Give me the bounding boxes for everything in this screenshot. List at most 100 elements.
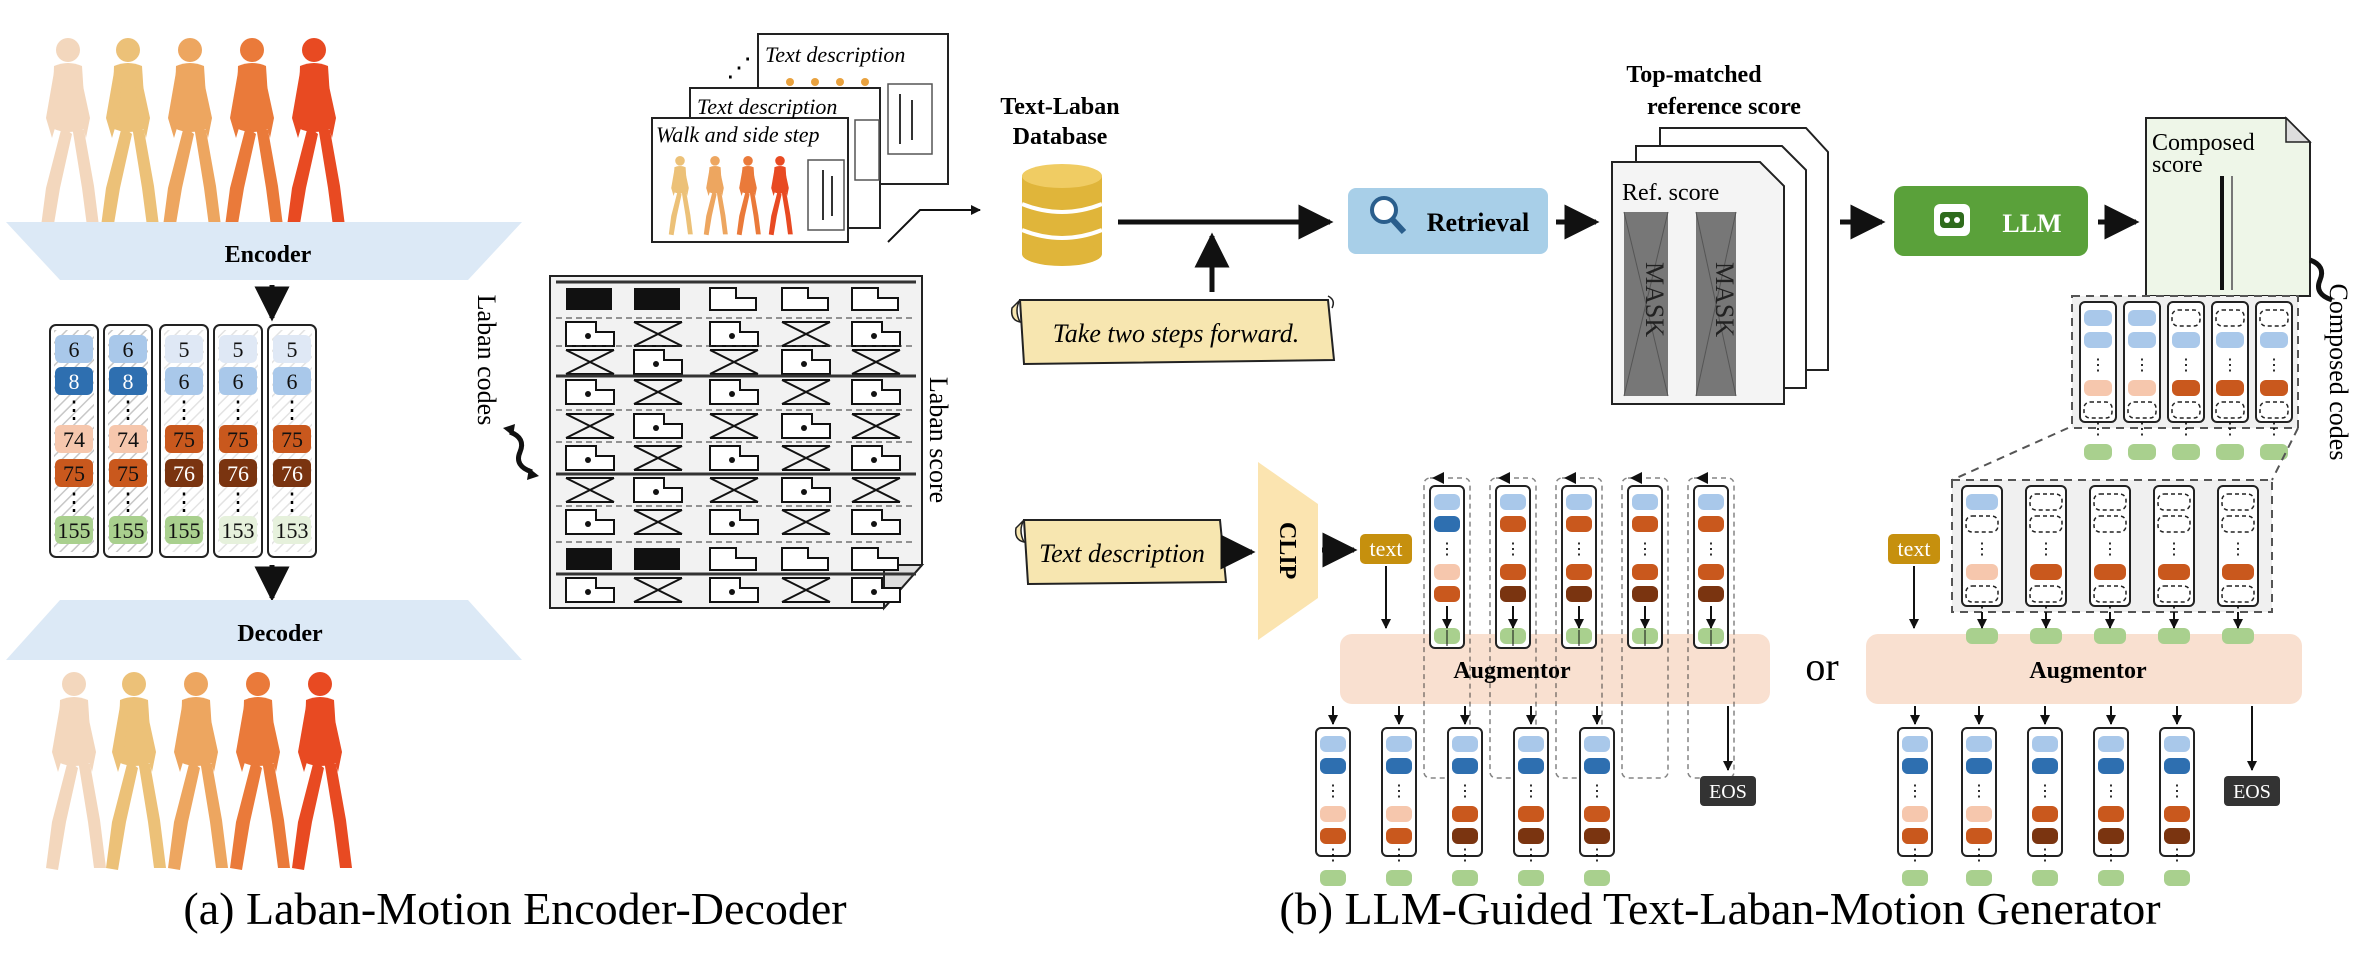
walking-figures-top: [40, 38, 346, 236]
code-value-1-2: 8: [69, 369, 80, 394]
svg-text:⋮: ⋮: [1637, 541, 1653, 558]
mask-label-1: MASK: [1640, 262, 1669, 337]
svg-text:⋮: ⋮: [2037, 783, 2053, 800]
stack-to-database-arrow: [887, 205, 981, 243]
svg-text:⋮: ⋮: [2169, 847, 2185, 864]
svg-text:⋮: ⋮: [2178, 357, 2194, 374]
code-ellipsis-b-3: ⋮: [172, 490, 196, 516]
code-value-4-4: 76: [227, 461, 249, 486]
clip-encoder: [1258, 462, 1318, 640]
text-token-1: [1360, 534, 1412, 564]
walking-figure-top-3: [162, 38, 222, 236]
eos-token-2-label: EOS: [2233, 781, 2271, 803]
svg-text:⋮: ⋮: [1907, 847, 1923, 864]
prompt-scroll: [1010, 295, 1336, 366]
augmentor-2-label: Augmentor: [2029, 658, 2147, 684]
walking-figure-bottom-2: [106, 672, 166, 870]
stack-figure-2: [703, 156, 728, 236]
database-label-2: Database: [1013, 124, 1108, 150]
walking-figure-top-1: [40, 38, 100, 236]
code-value-1-4: 75: [63, 461, 85, 486]
code-cell-3-2: [165, 367, 203, 395]
llm-label: LLM: [2002, 209, 2061, 238]
generator-b-outputs: ⋮⋮⋮⋮⋮⋮⋮⋮⋮⋮: [1897, 706, 2195, 886]
walking-figure-bottom-5: [292, 672, 352, 870]
score-cell-8-2: [709, 547, 757, 571]
code-value-2-2: 8: [123, 369, 134, 394]
svg-text:⋮: ⋮: [1439, 541, 1455, 558]
code-value-3-3: 75: [173, 427, 195, 452]
score-cell-8-0: [566, 548, 612, 570]
score-cell-8-1: [634, 548, 680, 570]
svg-text:⋮: ⋮: [1391, 783, 1407, 800]
code-value-4-3: 75: [227, 427, 249, 452]
code-cell-1-1: [55, 335, 93, 363]
prompt-scroll-text: Take two steps forward.: [1053, 319, 1300, 348]
score-cell-9-1: [633, 577, 683, 603]
code-value-5-2: 6: [287, 369, 298, 394]
score-cell-7-1: [633, 509, 683, 535]
code-value-5-3: 75: [281, 427, 303, 452]
svg-text:⋮: ⋮: [2134, 357, 2150, 374]
svg-text:⋮: ⋮: [1974, 541, 1990, 558]
score-cell-3-1: [633, 379, 683, 405]
text-token-1-label: text: [1370, 536, 1403, 561]
svg-text:⋮: ⋮: [1457, 847, 1473, 864]
svg-text:⋮: ⋮: [2090, 357, 2106, 374]
projection-line-right: [2271, 427, 2299, 481]
walking-figure-top-2: [100, 38, 160, 236]
code-value-2-5: 155: [112, 518, 145, 543]
code-cell-1-5: [55, 516, 93, 544]
code-cell-1-2: [55, 367, 93, 395]
code-ellipsis-4: ⋮: [226, 398, 250, 424]
svg-text:⋮: ⋮: [1971, 783, 1987, 800]
score-cell-0-2: [709, 287, 757, 311]
composed-codes-row: ⋮⋮⋮⋮⋮⋮⋮⋮⋮⋮: [2071, 295, 2299, 460]
laban-codes-columns: 687475155⋮⋮687475155⋮⋮567576155⋮⋮5675761…: [49, 324, 317, 558]
text-description-scroll: [1014, 519, 1228, 586]
score-cell-6-2: [709, 477, 759, 503]
walking-figure-bottom-4: [230, 672, 290, 870]
clip-label: CLIP: [1274, 522, 1300, 579]
code-cell-5-3: [273, 425, 311, 453]
database-icon: [1021, 164, 1103, 266]
code-value-5-1: 5: [287, 337, 298, 362]
code-cell-4-2: [219, 367, 257, 395]
topmatch-label-1: Top-matched: [1626, 62, 1762, 88]
svg-text:⋮: ⋮: [2037, 847, 2053, 864]
code-value-4-2: 6: [233, 369, 244, 394]
code-ellipsis-1: ⋮: [62, 398, 86, 424]
score-cell-2-4: [851, 349, 901, 375]
svg-text:⋮: ⋮: [1703, 541, 1719, 558]
stack-figure-3: [736, 156, 761, 236]
score-cell-4-4: [851, 413, 901, 439]
walking-figure-bottom-1: [46, 672, 106, 870]
score-cell-4-2: [709, 413, 759, 439]
code-cell-1-3: [55, 425, 93, 453]
bidirectional-link-icon: [503, 424, 539, 480]
augmentor-1-label: Augmentor: [1453, 658, 1571, 684]
svg-text:⋮: ⋮: [1589, 847, 1605, 864]
code-cell-3-4: [165, 459, 203, 487]
svg-text:⋮: ⋮: [2230, 541, 2246, 558]
code-cell-2-2: [109, 367, 147, 395]
generator-a-outputs: ⋮⋮⋮⋮⋮⋮⋮⋮⋮⋮: [1315, 706, 1615, 886]
svg-text:⋮: ⋮: [1907, 783, 1923, 800]
score-cell-7-3: [781, 509, 831, 535]
encoder-banner: [6, 222, 522, 280]
svg-text:⋮: ⋮: [2222, 357, 2238, 374]
stack-card-1: Text description: [765, 42, 905, 67]
stack-figure-4: [768, 156, 793, 236]
code-value-3-2: 6: [179, 369, 190, 394]
projection-line-left: [1951, 427, 2069, 481]
svg-text:⋮: ⋮: [2103, 783, 2119, 800]
text-token-2: [1888, 534, 1940, 564]
score-cell-3-3: [781, 379, 831, 405]
augmentor-2: [1866, 634, 2302, 704]
svg-text:⋮: ⋮: [1589, 783, 1605, 800]
code-ellipsis-b-4: ⋮: [226, 490, 250, 516]
code-ellipsis-2: ⋮: [116, 398, 140, 424]
walking-figures-bottom: [46, 672, 352, 870]
code-value-3-5: 155: [168, 518, 201, 543]
